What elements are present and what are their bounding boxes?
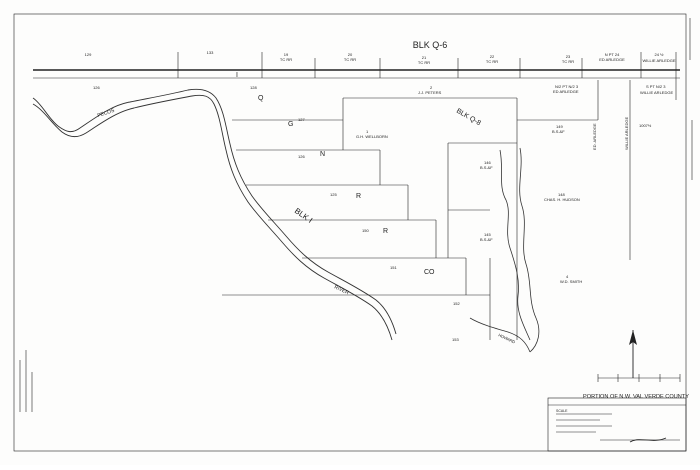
section-owner: CHAS. H. HUDSON — [544, 197, 580, 202]
top-section-num: 129 — [85, 52, 92, 57]
top-section-labels: 129 133 19 TC RR 20 TC RR 21 TC RR 22 TC… — [85, 50, 676, 65]
section-num: 145 — [484, 232, 491, 237]
section-owner: ED ARLEDGE — [553, 89, 579, 94]
scale-bar — [597, 374, 681, 382]
section-num: S PT N/2 3 — [646, 84, 666, 89]
label-pecos: PECOS — [97, 108, 116, 119]
section-num: 2 — [430, 85, 433, 90]
draw-creek — [499, 149, 531, 341]
section-num: 126 — [298, 154, 305, 159]
scale-label: SCALE — [556, 409, 568, 413]
section-num: 153 — [452, 337, 459, 342]
section-num: 125 — [330, 192, 337, 197]
pecos-river-north-bank — [32, 88, 397, 335]
section-num: N/2 PT N/2 3 — [555, 84, 579, 89]
left-margin-notes — [19, 350, 33, 412]
label-blk-i: BLK I — [293, 206, 314, 225]
howard-draw — [519, 147, 540, 353]
top-section-owner: TC RR — [418, 60, 430, 65]
section-owner: B.S.&F — [480, 165, 493, 170]
section-num: 146 — [484, 160, 491, 165]
section-owner: J.J. PETERS — [418, 90, 442, 95]
map-title: PORTION OF N.W. VAL VERDE COUNTY — [583, 394, 689, 400]
top-section-owner: TC RR — [280, 57, 292, 62]
section-owner: WILLIE ARLEDGE — [640, 90, 673, 95]
top-section-num: 24 ½ — [655, 52, 665, 57]
section-num: 1 — [366, 129, 369, 134]
label-grnrr-g: G — [288, 121, 293, 128]
label-grnrr-n: N — [320, 151, 325, 158]
title-block-notes — [556, 413, 680, 441]
section-owner: G.H. WELLBORN — [356, 134, 388, 139]
label-blk-q6: BLK Q-6 — [413, 40, 448, 50]
top-section-num: N PT 24 — [605, 52, 620, 57]
section-num: 1007½ — [639, 123, 652, 128]
label-grnrr-r2: R — [383, 228, 388, 235]
sheet-border — [13, 13, 687, 452]
top-section-owner: WILLIE ARLEDGE — [642, 58, 675, 63]
section-lines-q8 — [343, 80, 631, 340]
top-section-owner: ED ARLEDGE — [599, 57, 625, 62]
label-grnrr-r1: R — [356, 193, 361, 200]
title-block-frame — [547, 397, 687, 452]
right-margin-notes — [689, 18, 693, 180]
section-labels: 126 128 127 126 125 150 151 152 153 2 J.… — [93, 84, 673, 342]
section-num: 149 — [556, 124, 563, 129]
howard-draw-lower — [469, 317, 531, 353]
label-i-letter: I — [236, 72, 238, 79]
section-num: 127 — [298, 117, 305, 122]
section-owner: B.S.&F — [552, 129, 565, 134]
label-river: RIVER — [333, 284, 350, 296]
top-section-num: 20 — [348, 52, 353, 57]
north-arrow — [629, 330, 637, 378]
label-q-letter: Q — [258, 95, 264, 102]
pecos-river-south-bank — [32, 94, 393, 341]
top-section-dividers — [177, 52, 677, 100]
top-section-owner: TC RR — [486, 59, 498, 64]
top-section-num: 22 — [490, 54, 495, 59]
top-section-num: 23 — [566, 54, 571, 59]
section-num: 151 — [390, 265, 397, 270]
label-grnrr-co: CO — [424, 269, 435, 276]
label-blk-q8: BLK Q-8 — [455, 108, 482, 128]
section-num: 152 — [453, 301, 460, 306]
section-num: 148 — [558, 192, 565, 197]
section-num: 150 — [362, 228, 369, 233]
section-num: 126 — [93, 85, 100, 90]
top-section-owner: TC RR — [344, 57, 356, 62]
section-num: 4 — [566, 274, 569, 279]
top-section-num: 19 — [284, 52, 289, 57]
top-section-num: 21 — [422, 55, 427, 60]
label-ed-arledge-vertical: ED. ARLEDGE — [592, 123, 597, 150]
label-willie-vertical: WILLIE ARLEDGE — [624, 117, 629, 150]
top-section-owner: TC RR — [562, 59, 574, 64]
section-num: 128 — [250, 85, 257, 90]
signature — [629, 437, 667, 443]
section-owner: B.S.&F — [480, 237, 493, 242]
section-owner: W.D. SMITH — [560, 279, 582, 284]
top-section-num: 133 — [207, 50, 214, 55]
